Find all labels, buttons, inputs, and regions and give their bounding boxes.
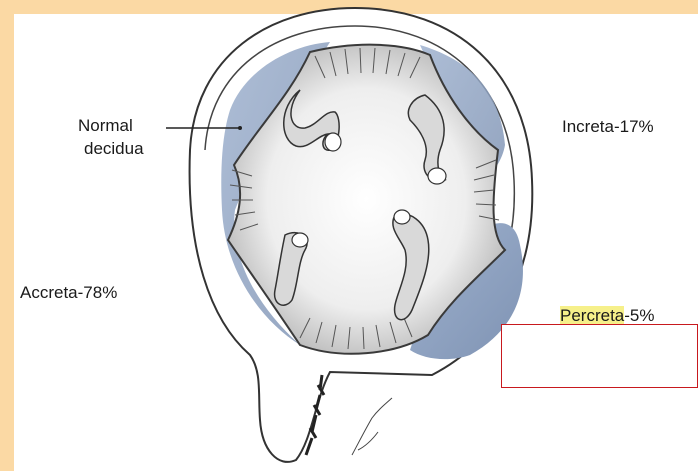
normal-decidua-label-line1: Normal [78,115,133,137]
increta-label: Increta-17% [562,116,654,138]
red-outline-box [501,324,698,388]
percreta-word: Percreta [560,306,624,325]
artist-signature [352,398,392,455]
normal-decidua-label-line2: decidua [84,138,144,160]
percreta-percent: -5% [624,306,654,325]
accreta-label: Accreta-78% [20,282,117,304]
